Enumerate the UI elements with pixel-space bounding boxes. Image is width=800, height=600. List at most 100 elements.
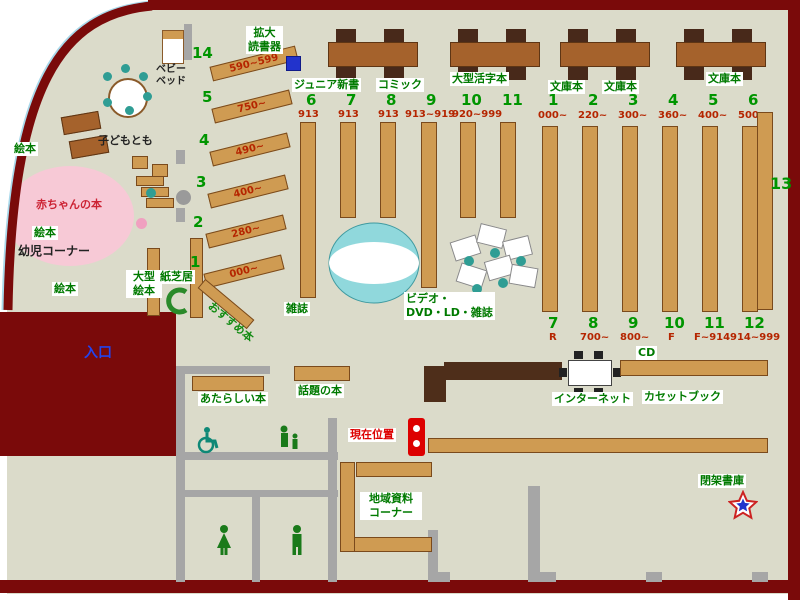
- shelf-number: 2: [193, 213, 204, 231]
- stack-shelf: [340, 122, 356, 218]
- wall-segment: [528, 486, 540, 582]
- marker-dot: [413, 440, 420, 447]
- stack-shelf: [622, 126, 638, 312]
- chair: [384, 29, 404, 42]
- stack-code: 913: [298, 109, 319, 120]
- stool: [464, 256, 474, 266]
- shelf-number: 1: [190, 253, 201, 271]
- baby-books-area: [6, 166, 134, 266]
- stack-code: 913~919: [405, 109, 456, 120]
- comic-label: コミック: [376, 78, 424, 92]
- stack-code: 500~: [738, 110, 768, 121]
- baby-bed-head: [163, 31, 183, 39]
- stack-number: 8: [386, 91, 397, 109]
- wall-pillar: [176, 150, 185, 164]
- cd-label: CD: [636, 346, 658, 360]
- glass-room-floor: [329, 242, 419, 284]
- chair: [336, 29, 356, 42]
- step-shelf: [136, 176, 164, 186]
- current-location-label: 現在位置: [348, 428, 396, 442]
- kamishibai-label: 紙芝居: [158, 270, 195, 284]
- right-wall: [788, 0, 800, 600]
- service-counter: [424, 366, 446, 402]
- stack-shelf: [300, 122, 316, 298]
- stack-shelf: [542, 126, 558, 312]
- curved-wall: [3, 1, 153, 311]
- wall-segment: [328, 418, 337, 582]
- stack-number: 13: [770, 174, 793, 193]
- picture-books-label: 絵本: [12, 142, 38, 156]
- stool: [490, 248, 500, 258]
- kodomo-tomo-label: 子どもとも: [98, 134, 153, 147]
- stack-code: 300~: [618, 110, 648, 121]
- stack-shelf: [380, 122, 396, 218]
- stack-code: 220~: [578, 110, 608, 121]
- large-picture-books-label: 大型 絵本: [126, 270, 162, 298]
- stack-shelf: [582, 126, 598, 312]
- stack-number: 11: [704, 314, 725, 332]
- baby-bed-label: ベビー ベッド: [156, 64, 186, 87]
- stack-number: 7: [548, 314, 559, 332]
- chair: [568, 29, 588, 42]
- marker-dot: [413, 425, 420, 432]
- outside-corner: [0, 0, 152, 310]
- large-print-label: 大型活字本: [450, 72, 509, 86]
- baby-bed: [162, 30, 184, 64]
- stool: [143, 92, 152, 101]
- stack-code: 913: [378, 109, 399, 120]
- service-counter: [444, 362, 562, 380]
- stack-number: 12: [744, 314, 765, 332]
- chair: [568, 67, 588, 80]
- new-books-label: あたらしい本: [198, 392, 268, 406]
- column: [176, 190, 191, 205]
- stack-shelf: [702, 126, 718, 312]
- shelf-number: 4: [199, 131, 210, 149]
- magnifier-device: [286, 56, 301, 71]
- stack-code: 920~999: [452, 109, 503, 120]
- stool: [498, 278, 508, 288]
- bunko-label: 文庫本: [548, 80, 585, 94]
- picture-books-label: 絵本: [32, 226, 58, 240]
- chair: [684, 67, 704, 80]
- wall-segment: [176, 452, 338, 460]
- stack-code: F: [668, 332, 675, 343]
- shelf-number: 3: [196, 173, 207, 191]
- step-shelf: [146, 198, 174, 208]
- stack-code: 700~: [580, 332, 610, 343]
- stack-number: 3: [628, 91, 639, 109]
- chair: [506, 29, 526, 42]
- topic-books-shelf: [294, 366, 350, 381]
- stack-number: 9: [628, 314, 639, 332]
- local-corner-shelf: [356, 462, 432, 477]
- local-corner-label: 地域資料 コーナー: [360, 492, 422, 520]
- chair: [732, 29, 752, 42]
- chair: [616, 29, 636, 42]
- long-shelf: [428, 438, 768, 453]
- closed-stacks-label: 閉架書庫: [698, 474, 746, 488]
- stool: [139, 72, 148, 81]
- wall-segment: [252, 492, 260, 582]
- entrance-wall-block: [0, 312, 176, 456]
- stool: [136, 218, 147, 229]
- bottom-wall: [0, 580, 800, 593]
- small-shelf: [132, 156, 148, 169]
- local-corner-shelf: [340, 462, 355, 552]
- stack-shelf: [421, 122, 437, 288]
- stack-code: 360~: [658, 110, 688, 121]
- magnifier-label: 拡大 読書器: [246, 26, 283, 54]
- current-location-marker: [408, 418, 425, 456]
- stack-number: 8: [588, 314, 599, 332]
- chair: [574, 351, 583, 359]
- wall-pillar: [176, 208, 185, 222]
- entrance-label: 入口: [84, 345, 112, 361]
- wall-segment: [176, 366, 270, 374]
- wheelchair-icon: [196, 426, 220, 458]
- stack-shelf: [742, 126, 758, 312]
- infant-corner-label: 幼児コーナー: [18, 244, 91, 258]
- local-corner-shelf: [354, 537, 432, 552]
- cd-cassette-shelf: [620, 360, 768, 376]
- chair: [613, 368, 621, 377]
- stack-number: 2: [588, 91, 599, 109]
- reading-table: [328, 42, 418, 67]
